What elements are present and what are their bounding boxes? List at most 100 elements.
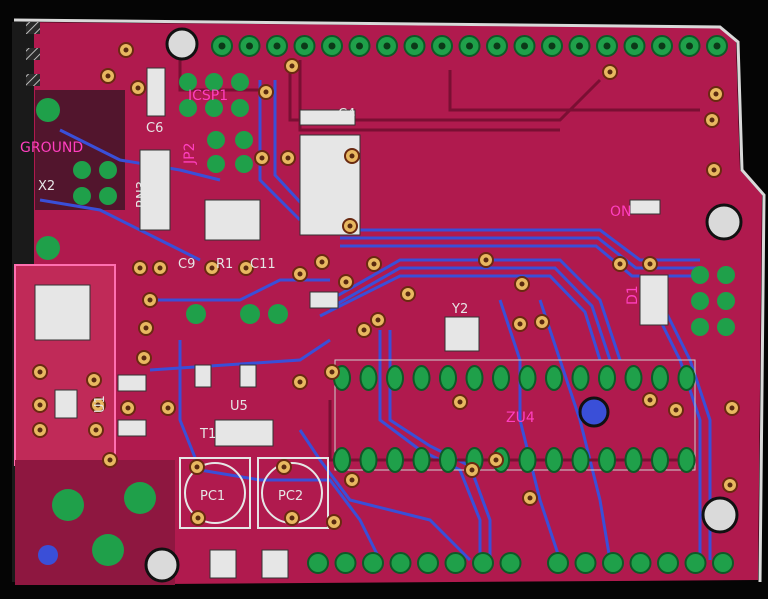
via-hole — [673, 407, 679, 413]
header-pin[interactable] — [712, 552, 734, 574]
via-hole — [519, 281, 525, 287]
chip-pin[interactable] — [624, 365, 643, 391]
chip-pin[interactable] — [333, 447, 351, 473]
header-bottom[interactable]: (function(){ var g = document.currentScr… — [307, 552, 734, 574]
chip-pin[interactable] — [412, 447, 431, 473]
chip-pin[interactable] — [386, 365, 404, 391]
via-hole — [263, 89, 269, 95]
header-pin[interactable] — [684, 552, 707, 574]
label-c4: C4 — [338, 107, 355, 122]
right-header[interactable] — [691, 266, 735, 336]
vias: (function(){ var g = document.currentScr… — [32, 42, 740, 530]
label-y2: Y2 — [451, 302, 468, 317]
label-pc1: PC1 — [200, 489, 225, 504]
label-c9: C9 — [178, 257, 195, 272]
zu4-footprint[interactable]: (function(){ var g = document.currentScr… — [333, 359, 696, 473]
header-pin[interactable] — [334, 552, 357, 574]
via-hole — [297, 271, 303, 277]
chip-pin[interactable] — [545, 365, 563, 391]
label-t1: T1 — [199, 427, 216, 442]
chip-pin[interactable] — [439, 365, 457, 391]
chip-pin[interactable] — [492, 365, 510, 391]
chip-pin[interactable] — [518, 447, 537, 473]
chip-pin[interactable] — [412, 365, 431, 391]
header-pin[interactable] — [602, 552, 624, 574]
via-hole — [243, 265, 249, 271]
board-copper-pour — [12, 22, 762, 585]
header-pin[interactable] — [389, 552, 412, 574]
via-hole — [647, 261, 653, 267]
via-hole — [137, 265, 143, 271]
pin-hole — [603, 42, 611, 50]
chip-pin[interactable] — [545, 447, 563, 473]
x2-header[interactable] — [73, 161, 117, 205]
pin-hole — [273, 42, 281, 50]
via-hole — [539, 319, 545, 325]
via-hole — [329, 369, 335, 375]
header-pin[interactable] — [574, 552, 597, 574]
chip-pin[interactable] — [651, 447, 669, 473]
label-icsp1: ICSP1 — [188, 88, 228, 104]
chip-pin[interactable] — [518, 365, 537, 391]
jp2-header[interactable] — [207, 131, 253, 173]
via-hole — [165, 405, 171, 411]
chip-pin[interactable] — [598, 365, 616, 391]
header-top[interactable]: (function(){ var g = document.currentScr… — [211, 35, 728, 57]
via-hole — [297, 379, 303, 385]
via-hole — [285, 155, 291, 161]
chip-pin[interactable] — [651, 365, 669, 391]
via-hole — [331, 519, 337, 525]
chip-pin[interactable] — [571, 365, 590, 391]
chip-pin[interactable] — [465, 365, 484, 391]
via-hole — [194, 464, 200, 470]
chip-pin[interactable] — [677, 447, 696, 473]
header-pin[interactable] — [307, 552, 329, 574]
via-hole — [141, 355, 147, 361]
via-hole — [281, 464, 287, 470]
header-pin[interactable] — [657, 552, 679, 574]
via-hole — [349, 153, 355, 159]
header-pin[interactable] — [499, 552, 522, 574]
chip-pin[interactable] — [359, 447, 378, 473]
via-hole — [709, 117, 715, 123]
via-hole — [469, 467, 475, 473]
header-pin[interactable] — [629, 552, 652, 574]
via-hole — [371, 261, 377, 267]
via-hole — [375, 317, 381, 323]
header-pin[interactable] — [547, 552, 569, 574]
label-pc2: PC2 — [278, 489, 303, 504]
label-c6: C6 — [146, 121, 163, 136]
chip-pin[interactable] — [598, 447, 616, 473]
chip-pin[interactable] — [571, 447, 590, 473]
chip-pin[interactable] — [439, 447, 457, 473]
top-traces — [178, 60, 700, 462]
chip-pin[interactable] — [624, 447, 643, 473]
header-pin[interactable] — [362, 552, 384, 574]
icsp1-header[interactable] — [179, 73, 249, 117]
pin-hole — [328, 42, 336, 50]
chip-pin[interactable] — [677, 365, 696, 391]
via-hole — [289, 63, 295, 69]
pin-hole — [411, 42, 418, 50]
via-hole — [123, 47, 129, 53]
via-hole — [349, 477, 355, 483]
label-d1: D1 — [625, 285, 641, 305]
chip-pin[interactable] — [359, 365, 378, 391]
via-hole — [711, 167, 717, 173]
header-pin[interactable] — [444, 552, 467, 574]
via-hole — [343, 279, 349, 285]
pin-hole — [521, 42, 528, 50]
pin-hole — [383, 42, 391, 50]
via-hole — [195, 515, 201, 521]
label-rn3: RN3 — [135, 181, 150, 208]
header-pin[interactable] — [472, 552, 494, 574]
header-pin[interactable] — [417, 552, 439, 574]
pin-hole — [466, 42, 473, 50]
label-r1: R1 — [216, 257, 233, 272]
label-zu4: ZU4 — [506, 410, 535, 426]
chip-pin[interactable] — [386, 447, 404, 473]
via-hole — [95, 402, 101, 408]
misc-pads[interactable] — [36, 98, 288, 566]
